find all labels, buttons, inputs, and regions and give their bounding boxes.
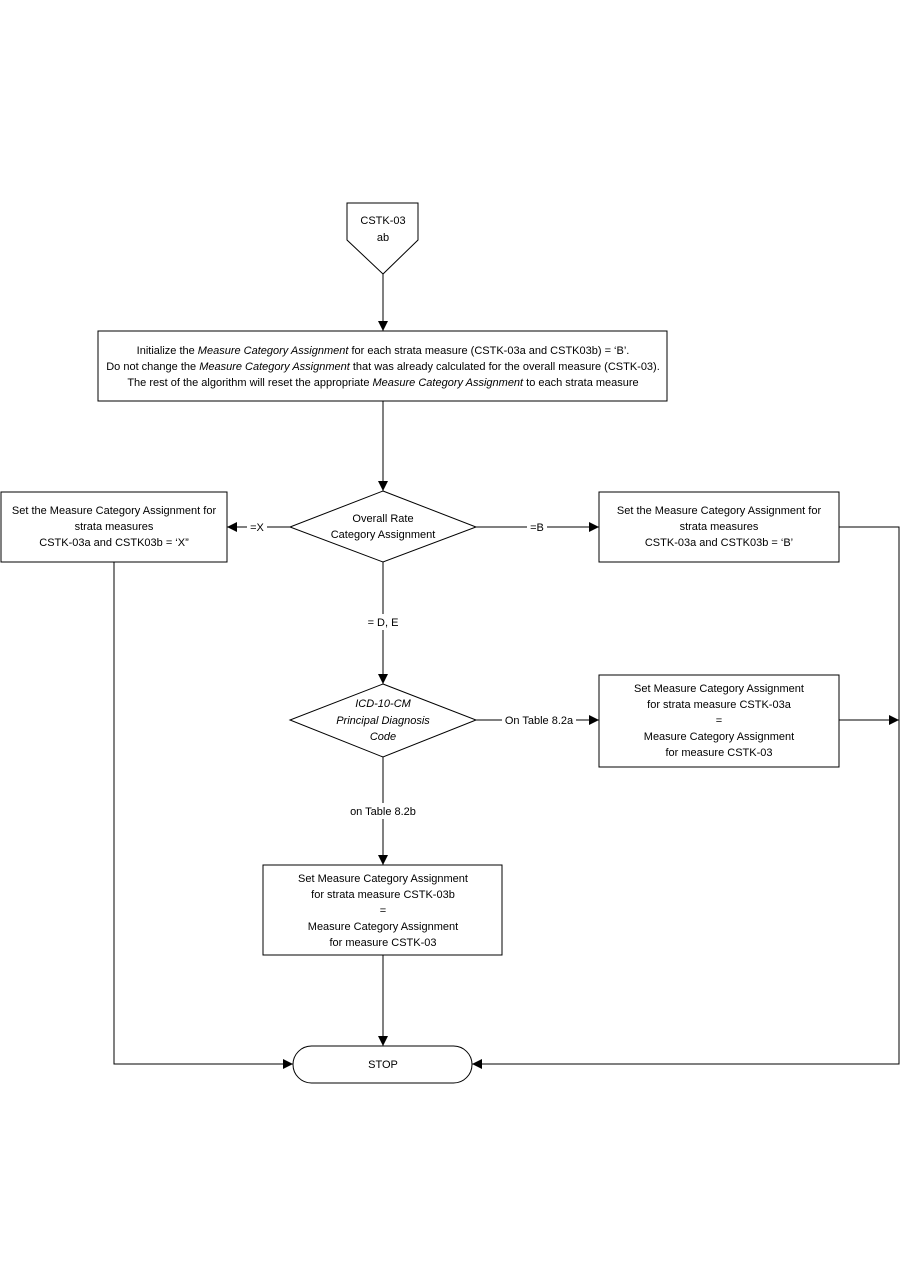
left-process-box: Set the Measure Category Assignment for … (0, 491, 228, 563)
init-process-box: Initialize the Measure Category Assignme… (97, 330, 668, 402)
stop-label: STOP (368, 1059, 398, 1071)
decision2-line1: ICD-10-CM (355, 698, 411, 710)
init-line2: Do not change the Measure Category Assig… (106, 361, 660, 373)
box-b-line4: Measure Category Assignment (308, 921, 458, 933)
left-box-line1: Set the Measure Category Assignment for (12, 505, 217, 517)
decision1-line2: Category Assignment (331, 529, 436, 541)
box-b-line5: for measure CSTK-03 (330, 937, 437, 949)
box-a-line5: for measure CSTK-03 (666, 747, 773, 759)
edge-label-table-a: On Table 8.2a (505, 715, 574, 727)
connector-right-box-to-stop (472, 526, 900, 1069)
edge-labels: =X =B = D, E On Table 8.2a on Table 8.2b (247, 519, 576, 819)
right-box-line1: Set the Measure Category Assignment for (617, 505, 822, 517)
decision2-line3: Code (370, 731, 396, 743)
edge-label-b: =B (530, 522, 544, 534)
box-b-line2: for strata measure CSTK-03b (311, 889, 455, 901)
box-b-line1: Set Measure Category Assignment (298, 873, 468, 885)
box-a-line1: Set Measure Category Assignment (634, 683, 804, 695)
box-strata-a: Set Measure Category Assignment for stra… (598, 674, 840, 768)
start-connector: CSTK-03 ab (346, 202, 419, 275)
left-box-line3: CSTK-03a and CSTK03b = ‘X” (39, 537, 189, 549)
init-line3: The rest of the algorithm will reset the… (127, 377, 638, 389)
right-box-line3: CSTK-03a and CSTK03b = ‘B’ (645, 537, 793, 549)
edge-label-x: =X (250, 522, 264, 534)
edge-label-de: = D, E (368, 617, 399, 629)
box-b-line3: = (380, 905, 386, 917)
box-a-line3: = (716, 715, 722, 727)
decision-icd10-code: ICD-10-CM Principal Diagnosis Code (288, 683, 478, 758)
right-box-line2: strata measures (680, 521, 759, 533)
box-a-line2: for strata measure CSTK-03a (647, 699, 792, 711)
init-line1: Initialize the Measure Category Assignme… (137, 345, 630, 357)
box-a-line4: Measure Category Assignment (644, 731, 794, 743)
start-label-line2: ab (377, 232, 389, 244)
decision1-line1: Overall Rate (352, 513, 413, 525)
decision-overall-rate: Overall Rate Category Assignment (288, 490, 478, 563)
decision2-line2: Principal Diagnosis (336, 715, 430, 727)
stop-terminator: STOP (292, 1045, 473, 1084)
connector-left-box-to-stop (113, 562, 293, 1069)
left-box-line2: strata measures (75, 521, 154, 533)
right-process-box: Set the Measure Category Assignment for … (598, 491, 840, 563)
box-strata-b: Set Measure Category Assignment for stra… (262, 864, 503, 956)
edge-label-table-b: on Table 8.2b (350, 806, 416, 818)
start-label-line1: CSTK-03 (360, 215, 405, 227)
